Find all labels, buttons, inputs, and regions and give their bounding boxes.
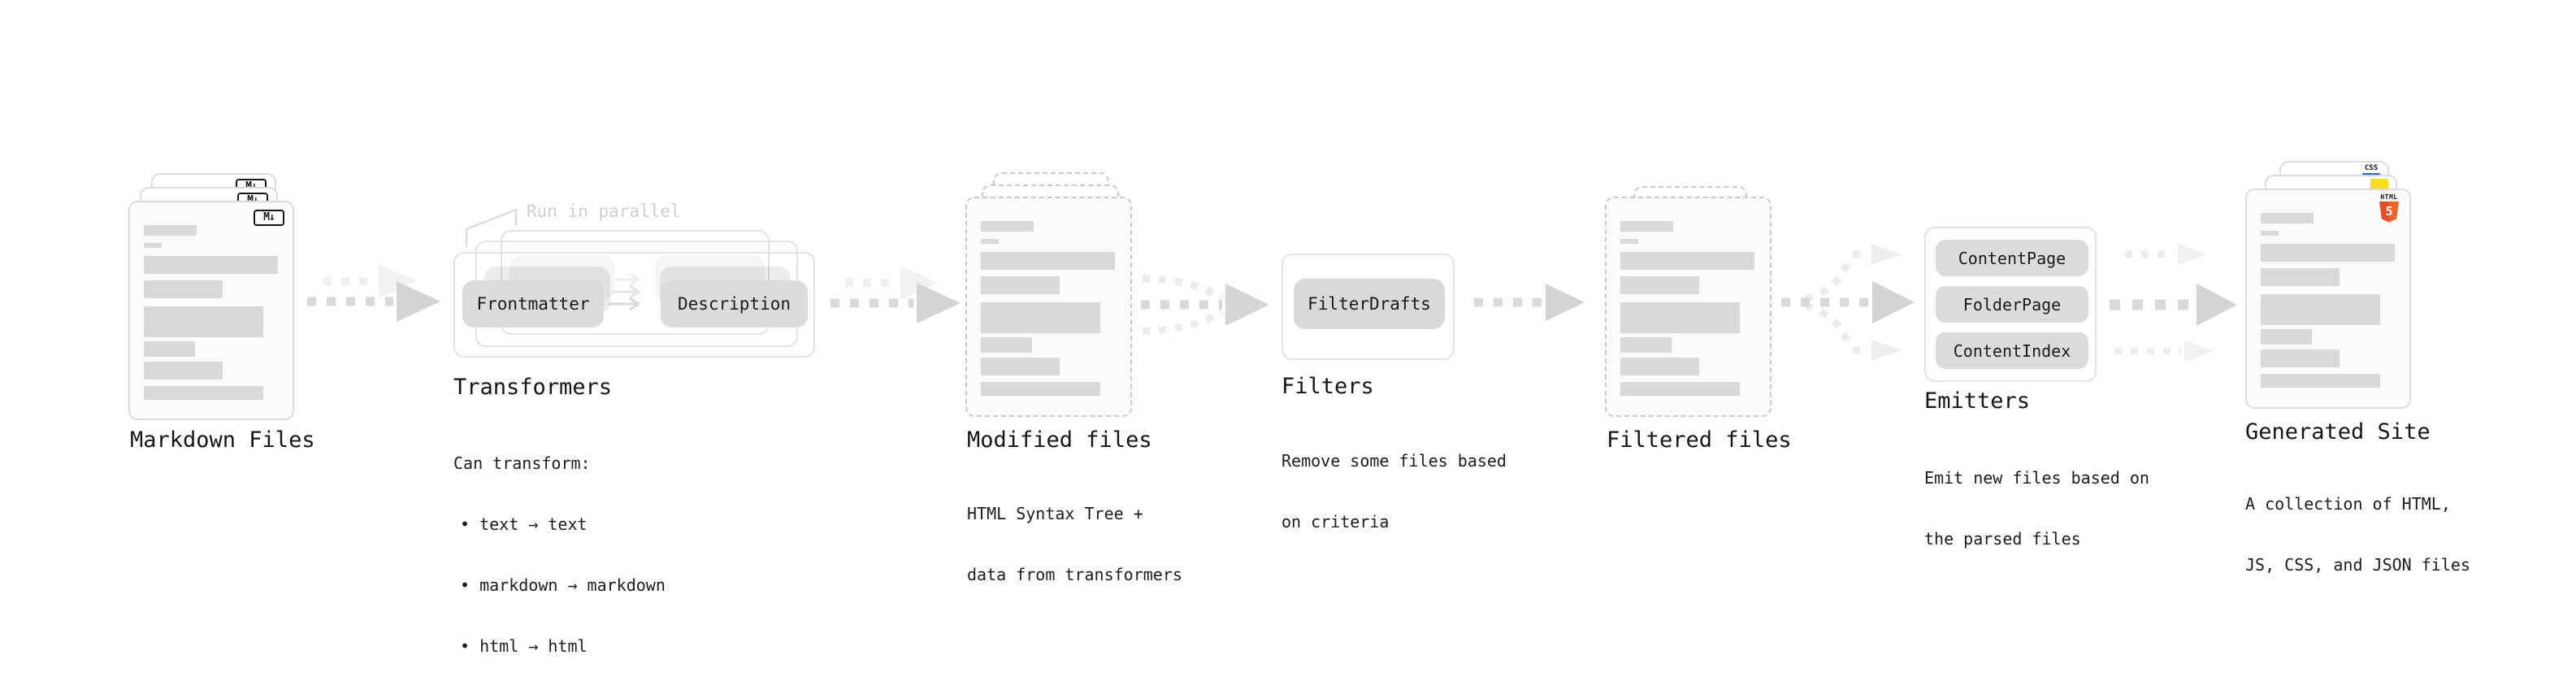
description-line: • html → html <box>460 636 588 656</box>
html5-icon: HTML 5 <box>2378 193 2400 223</box>
file-card: HTML 5 <box>2245 189 2411 409</box>
text-placeholder-lines <box>981 221 1120 396</box>
frontmatter-pill: Frontmatter <box>462 280 604 327</box>
arrow-emitters-to-generated <box>2110 244 2237 362</box>
generated-site-label: Generated Site <box>2245 419 2431 445</box>
markdown-icon: M↓ <box>254 210 284 226</box>
description-line: A collection of HTML, <box>2245 494 2451 514</box>
description-line: data from transformers <box>967 565 1182 584</box>
description-line: Emit new files based on <box>1924 468 2149 488</box>
transformers-description: Can transform: • text → text • markdown … <box>453 413 666 681</box>
text-placeholder-lines <box>1620 221 1759 396</box>
arrow-transformers-to-modified <box>830 266 961 323</box>
contentpage-pill: ContentPage <box>1936 240 2088 276</box>
filtered-files-stack <box>1605 186 1772 417</box>
arrow-filtered-to-emitters <box>1781 244 1915 361</box>
modified-files-label: Modified files <box>967 427 1152 453</box>
filters-description: Remove some files based on criteria <box>1281 410 1507 573</box>
description-pill: Description <box>661 280 808 327</box>
emitters-box: ContentPage FolderPage ContentIndex <box>1924 227 2097 382</box>
arrow-modified-to-filters <box>1141 275 1269 335</box>
css-icon: CSS <box>2362 165 2380 176</box>
description-line: Remove some files based <box>1281 451 1507 471</box>
generated-site-stack: CSS HTML 5 <box>2245 161 2411 409</box>
filters-box <box>1281 254 1455 360</box>
file-card: M↓ <box>128 201 294 420</box>
arrow-filters-to-filtered <box>1474 284 1585 321</box>
description-line: • text → text <box>460 514 588 534</box>
file-card <box>1605 197 1772 417</box>
description-line: the parsed files <box>1924 529 2081 549</box>
arrow-markdown-to-transformers <box>307 264 440 322</box>
description-line: Can transform: <box>453 453 591 473</box>
generated-site-description: A collection of HTML, JS, CSS, and JSON … <box>2245 453 2470 616</box>
description-line: • markdown → markdown <box>460 575 666 595</box>
filters-label: Filters <box>1281 374 1374 399</box>
contentindex-pill: ContentIndex <box>1936 332 2088 369</box>
transformers-box <box>453 252 815 358</box>
run-in-parallel-note: Run in parallel <box>527 202 681 221</box>
markdown-files-label: Markdown Files <box>130 427 315 453</box>
text-placeholder-lines <box>144 225 283 400</box>
text-placeholder-lines <box>2261 213 2400 388</box>
emitters-label: Emitters <box>1924 388 2031 414</box>
modified-files-description: HTML Syntax Tree + data from transformer… <box>967 463 1182 626</box>
description-line: HTML Syntax Tree + <box>967 504 1143 523</box>
filtered-files-label: Filtered files <box>1607 427 1792 453</box>
description-line: JS, CSS, and JSON files <box>2245 555 2470 575</box>
modified-files-stack <box>965 172 1132 417</box>
filterdrafts-pill: FilterDrafts <box>1294 279 1445 329</box>
file-card <box>965 197 1132 417</box>
markdown-files-stack: M↓ M↓ M↓ <box>128 173 294 420</box>
description-line: on criteria <box>1281 512 1390 531</box>
emitters-description: Emit new files based on the parsed files <box>1924 427 2149 590</box>
folderpage-pill: FolderPage <box>1936 286 2088 323</box>
transformers-label: Transformers <box>453 375 613 400</box>
